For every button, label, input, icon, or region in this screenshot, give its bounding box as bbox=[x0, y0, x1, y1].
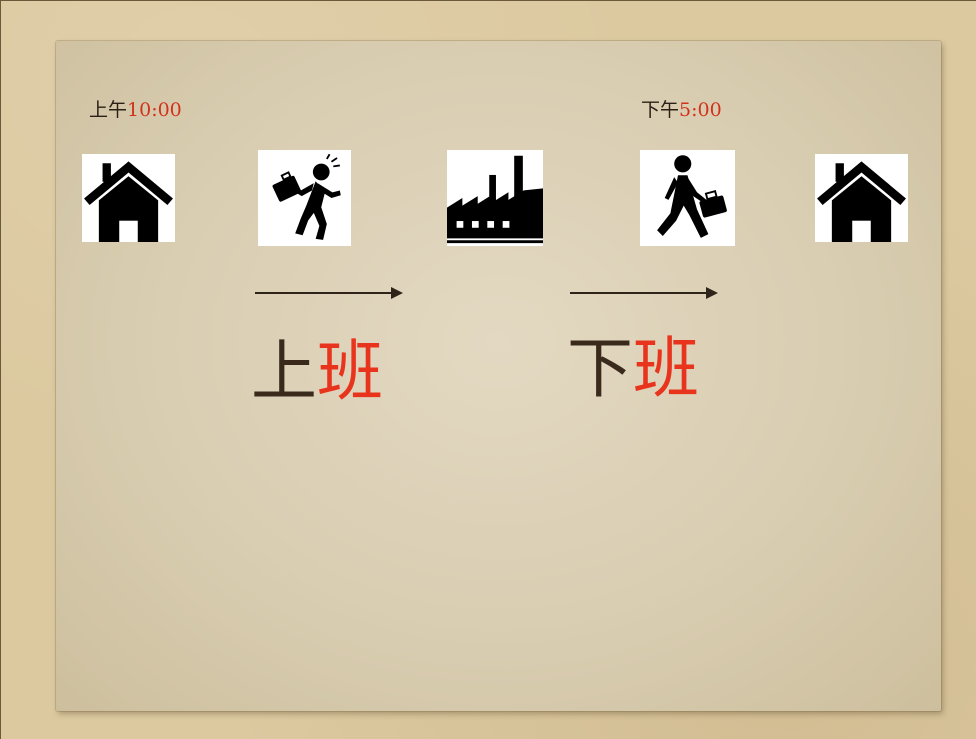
arrow-right-icon bbox=[570, 287, 718, 299]
factory-icon bbox=[447, 150, 543, 246]
off-work-word: 下班 bbox=[567, 331, 699, 407]
house-icon bbox=[815, 154, 908, 242]
off-work-char2: 班 bbox=[633, 330, 699, 407]
walking-businessman-icon bbox=[640, 150, 735, 246]
running-businessman-icon bbox=[258, 150, 351, 246]
evening-time-label: 下午5:00 bbox=[641, 99, 722, 121]
off-work-char1: 下 bbox=[567, 330, 633, 407]
house-icon bbox=[82, 154, 175, 242]
go-to-work-word: 上班 bbox=[251, 334, 383, 410]
go-to-work-char2: 班 bbox=[317, 333, 383, 410]
morning-time-label: 上午10:00 bbox=[89, 99, 182, 121]
go-to-work-char1: 上 bbox=[251, 333, 317, 410]
paper-card bbox=[56, 41, 941, 711]
morning-time-prefix: 上午 bbox=[89, 99, 128, 121]
evening-time-prefix: 下午 bbox=[641, 99, 680, 121]
evening-time-value: 5:00 bbox=[679, 99, 722, 121]
arrow-right-icon bbox=[255, 287, 403, 299]
morning-time-value: 10:00 bbox=[127, 99, 182, 121]
